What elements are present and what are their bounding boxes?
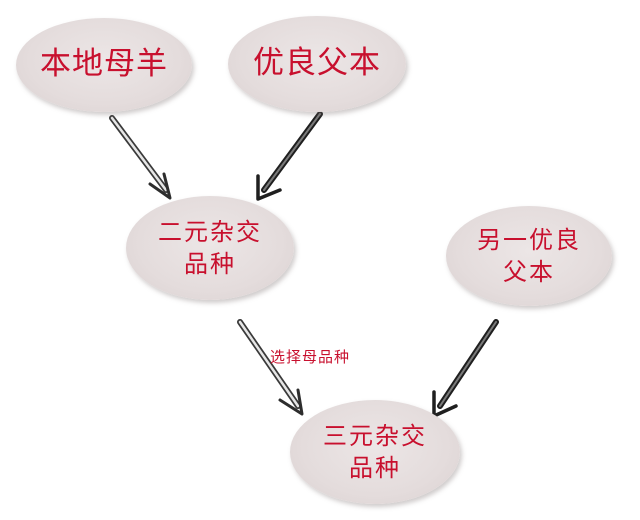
node-superior-sire: 优良父本 <box>228 16 406 112</box>
node-another-superior-sire-label: 另一优良 父本 <box>477 225 581 286</box>
node-two-way-cross: 二元杂交 品种 <box>126 196 294 300</box>
node-local-ewe: 本地母羊 <box>16 18 192 112</box>
arrow-f1-to-f2 <box>237 319 304 416</box>
arrow-sire2-to-f2 <box>432 319 499 418</box>
node-local-ewe-label: 本地母羊 <box>40 46 168 83</box>
node-three-way-cross: 三元杂交 品种 <box>290 400 460 504</box>
node-another-superior-sire: 另一优良 父本 <box>446 206 612 306</box>
arrow-sire-to-f1 <box>256 111 323 201</box>
node-three-way-cross-label: 三元杂交 品种 <box>323 421 427 482</box>
arrow-ewe-to-f1 <box>109 115 172 200</box>
node-superior-sire-label: 优良父本 <box>253 45 381 82</box>
node-two-way-cross-label: 二元杂交 品种 <box>158 217 262 278</box>
edge-label-select-dam: 选择母品种 <box>270 348 351 366</box>
